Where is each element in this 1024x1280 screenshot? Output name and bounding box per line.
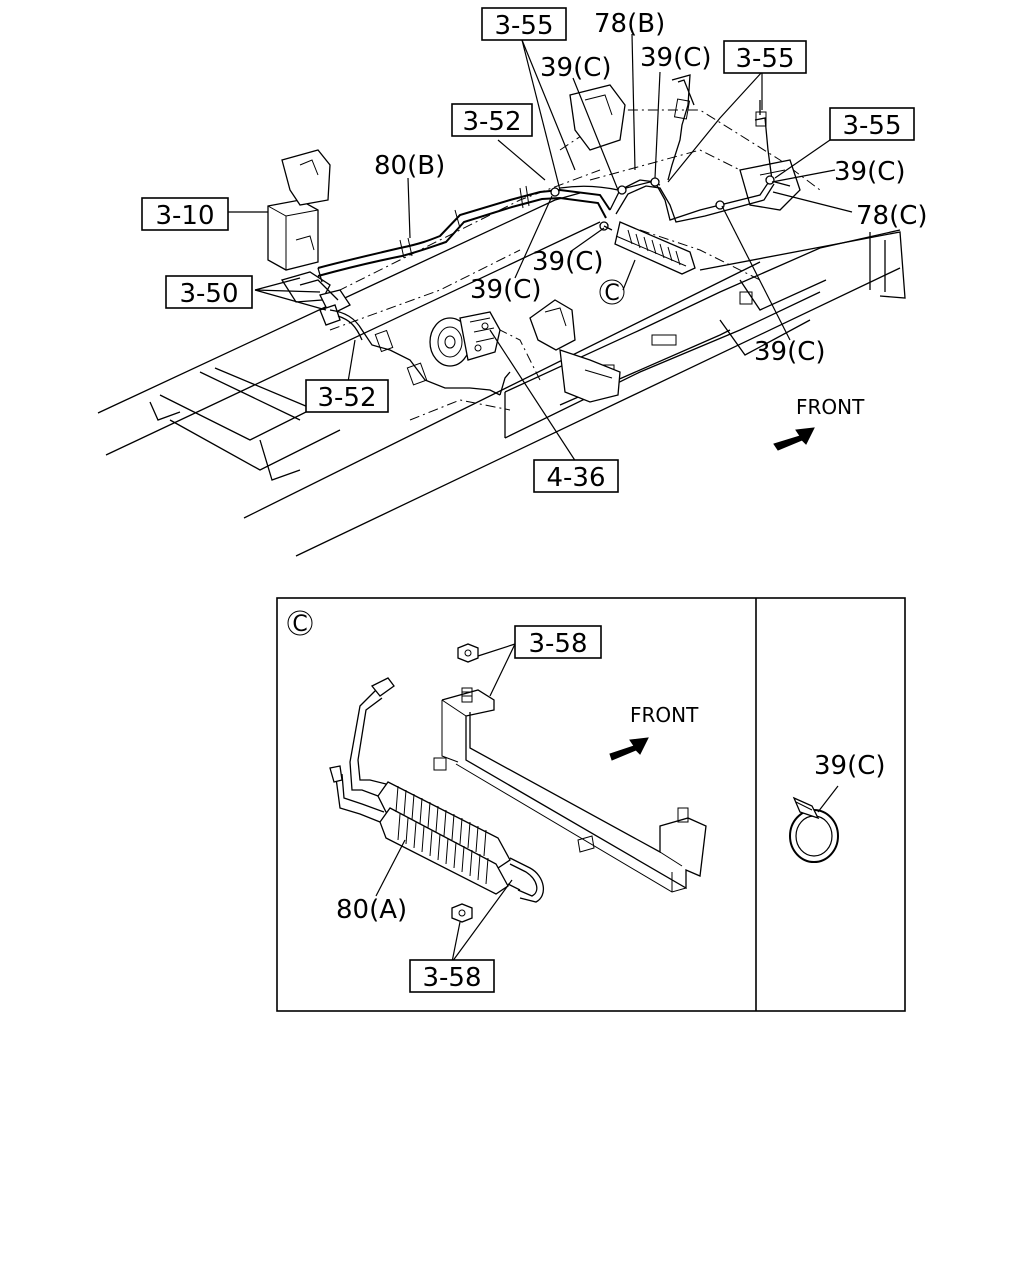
svg-text:3-50: 3-50: [179, 279, 238, 309]
chassis-frame: [97, 192, 906, 557]
svg-text:3-52: 3-52: [462, 107, 521, 137]
label-39c-5: 39(C): [470, 275, 542, 305]
label-39c-1: 39(C): [540, 53, 612, 83]
callout-3-58-top: 3-58: [514, 625, 602, 659]
nut-top-detail: [457, 643, 479, 663]
label-78b: 78(B): [594, 9, 665, 39]
cooler-bracket-detail: [441, 689, 707, 893]
svg-text:4-36: 4-36: [546, 463, 605, 493]
svg-text:3-52: 3-52: [317, 383, 376, 413]
callout-3-55-top: 3-55: [481, 7, 567, 41]
oil-cooler-detail: [329, 677, 544, 903]
svg-text:C: C: [604, 281, 619, 306]
label-80b: 80(B): [374, 151, 445, 181]
callout-4-36: 4-36: [533, 459, 619, 493]
callout-3-52-bottom: 3-52: [305, 379, 389, 413]
callout-3-55-right: 3-55: [829, 107, 915, 141]
callout-3-50: 3-50: [165, 275, 253, 309]
svg-text:FRONT: FRONT: [630, 703, 699, 727]
svg-text:3-55: 3-55: [735, 44, 794, 74]
svg-text:3-55: 3-55: [494, 11, 553, 41]
front-indicator-main: FRONT: [773, 395, 865, 451]
callout-3-10: 3-10: [141, 197, 229, 231]
front-indicator-detail: FRONT: [609, 703, 699, 761]
engine-mount-front: [569, 84, 801, 211]
detail-c-marker-main: C: [599, 279, 625, 306]
svg-text:FRONT: FRONT: [796, 395, 865, 419]
callout-3-52-top: 3-52: [451, 103, 533, 137]
svg-text:3-58: 3-58: [422, 963, 481, 993]
label-39c-4: 39(C): [532, 247, 604, 277]
nut-bottom-detail: [451, 903, 473, 923]
label-78c: 78(C): [856, 201, 928, 231]
svg-text:3-10: 3-10: [155, 201, 214, 231]
bolts-detail: [433, 687, 689, 853]
detail-leader-lines: [375, 643, 839, 963]
gear-box-bracket: [529, 299, 621, 403]
callout-3-55-mid: 3-55: [723, 40, 807, 74]
callout-3-58-bottom: 3-58: [409, 959, 495, 993]
label-39c-2: 39(C): [640, 43, 712, 73]
hose-lines: [299, 74, 791, 396]
label-80a: 80(A): [336, 895, 407, 925]
label-39c-detail: 39(C): [814, 751, 886, 781]
detail-c-marker: C: [287, 610, 313, 637]
hose-clamp-detail: [789, 796, 839, 863]
oil-reservoir: [267, 149, 331, 271]
label-39c-3: 39(C): [834, 157, 906, 187]
detail-panel: [276, 597, 906, 1012]
svg-text:3-58: 3-58: [528, 629, 587, 659]
steering-pump: [429, 311, 501, 367]
oil-cooler-main: [603, 221, 696, 275]
svg-text:C: C: [292, 612, 307, 637]
label-39c-6: 39(C): [754, 337, 826, 367]
main-leader-lines: [228, 33, 853, 463]
svg-text:3-55: 3-55: [842, 111, 901, 141]
